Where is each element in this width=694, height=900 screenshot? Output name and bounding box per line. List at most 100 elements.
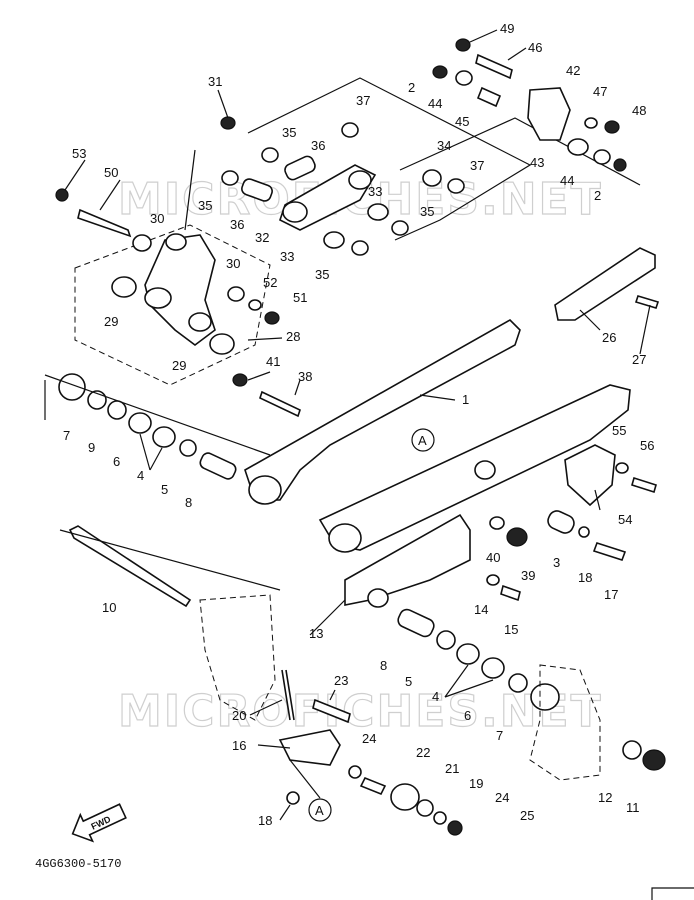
bolt-head-53	[55, 188, 69, 202]
bolt-15	[500, 584, 521, 602]
callout-41: 41	[266, 354, 280, 369]
connecting-rod-eye-1	[282, 201, 308, 223]
callout-37: 37	[356, 93, 370, 108]
callout-36: 36	[311, 138, 325, 153]
callout-15: 15	[504, 622, 518, 637]
bolt-50	[77, 208, 132, 238]
callout-44: 44	[428, 96, 442, 111]
callout-19: 19	[469, 776, 483, 791]
reference-mark-a-upper	[411, 428, 435, 452]
oring-18a	[578, 526, 590, 538]
callout-34: 34	[437, 138, 451, 153]
callout-33b: 33	[280, 249, 294, 264]
callout-54: 54	[618, 512, 632, 527]
bushing-35c	[391, 220, 409, 236]
bushing-30b	[227, 286, 245, 302]
nut-2b	[613, 158, 627, 172]
washer-40	[489, 516, 505, 530]
callout-2: 2	[408, 80, 415, 95]
watermark-bottom: MICROFICHES.NET	[118, 686, 603, 737]
washer-55	[615, 462, 629, 474]
bushing-43	[567, 138, 589, 156]
pivot-shaft	[68, 525, 192, 608]
linkage-group-outline	[247, 77, 532, 241]
swingarm-pivot-1	[248, 475, 282, 505]
washer-52	[248, 299, 262, 311]
washer-19	[416, 799, 434, 817]
nut-39	[506, 527, 528, 547]
swingarm-pivot-2	[328, 523, 362, 553]
callout-28: 28	[286, 329, 300, 344]
washer-24b	[433, 811, 447, 825]
callout-35b: 35	[198, 198, 212, 213]
callout-5: 5	[161, 482, 168, 497]
bearing-4a	[128, 412, 152, 434]
frame-section	[199, 594, 276, 721]
bearing-4b	[152, 426, 176, 448]
spring-20	[281, 669, 295, 721]
shaft-17	[592, 542, 627, 561]
bushing-33b	[323, 231, 345, 249]
callout-10: 10	[102, 600, 116, 615]
washer-44b	[593, 149, 611, 165]
callout-48: 48	[632, 103, 646, 118]
callout-7b: 7	[496, 728, 503, 743]
bolt-head-31	[220, 116, 236, 130]
callout-53: 53	[72, 146, 86, 161]
roller-21	[390, 783, 420, 811]
callout-6: 6	[113, 454, 120, 469]
callout-35: 35	[282, 125, 296, 140]
nut-11	[642, 749, 666, 771]
callout-6b: 6	[464, 708, 471, 723]
callout-22: 22	[416, 745, 430, 760]
bushing-29a	[111, 276, 137, 298]
bolt-23	[312, 698, 351, 724]
bushing-37a	[341, 122, 359, 138]
bushing-34	[422, 169, 442, 187]
callout-4: 4	[137, 468, 144, 483]
callout-47: 47	[593, 84, 607, 99]
oring-18b	[286, 791, 300, 805]
bushing-35a	[261, 147, 279, 163]
callout-51: 51	[293, 290, 307, 305]
collar-22	[359, 776, 387, 796]
callout-32: 32	[255, 230, 269, 245]
callout-37b: 37	[470, 158, 484, 173]
callout-5b: 5	[405, 674, 412, 689]
callout-8b: 8	[380, 658, 387, 673]
callout-24b: 24	[495, 790, 509, 805]
callout-52: 52	[263, 275, 277, 290]
callout-40: 40	[486, 550, 500, 565]
callout-8: 8	[185, 495, 192, 510]
nut-2a	[432, 65, 448, 79]
connecting-rod-eye-2	[348, 170, 372, 190]
callout-39: 39	[521, 568, 535, 583]
swingarm-lower	[344, 513, 471, 606]
oil-seal-7	[58, 373, 86, 401]
collar-8	[199, 452, 237, 480]
corner-mark	[651, 887, 694, 900]
callout-30: 30	[150, 211, 164, 226]
callout-38: 38	[298, 369, 312, 384]
washer-47	[584, 117, 598, 129]
callout-17: 17	[604, 587, 618, 602]
bearing-4c	[456, 643, 480, 665]
callout-44b: 44	[560, 173, 574, 188]
callout-50: 50	[104, 165, 118, 180]
callout-1: 1	[462, 392, 469, 407]
nut-41	[232, 373, 248, 387]
callout-20: 20	[232, 708, 246, 723]
callout-11: 11	[626, 800, 640, 815]
callout-18: 18	[578, 570, 592, 585]
relay-arm-boss-3	[188, 312, 212, 332]
callout-29: 29	[104, 314, 118, 329]
callout-56: 56	[640, 438, 654, 453]
callout-23: 23	[334, 673, 348, 688]
callout-29b: 29	[172, 358, 186, 373]
callout-2b: 2	[594, 188, 601, 203]
callout-24: 24	[362, 731, 376, 746]
callout-18b: 18	[258, 813, 272, 828]
chain-guide	[554, 247, 656, 321]
bolt-56	[631, 476, 657, 494]
swingarm-bearing-13	[367, 588, 389, 608]
